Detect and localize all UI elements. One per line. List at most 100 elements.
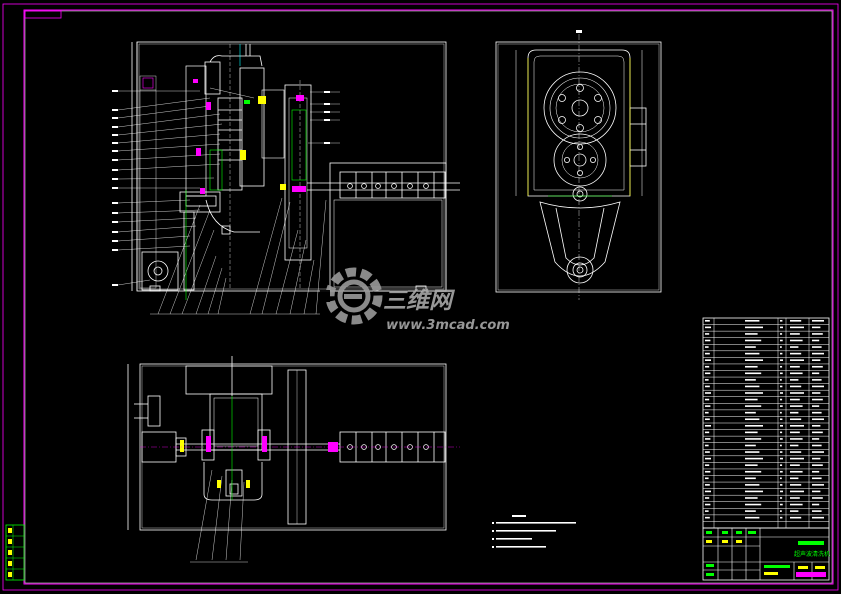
parts-row-glyph [780,405,783,407]
parts-row-glyph [790,516,802,519]
parts-row-glyph [790,379,799,381]
parts-row-glyph [780,470,783,473]
inner-border [23,9,834,585]
parts-row-glyph [812,398,823,401]
parts-row-glyph [745,326,763,329]
parts-row-glyph [780,516,783,519]
parts-row-glyph [705,411,709,414]
parts-row-glyph [812,503,820,506]
side-view-accents [527,30,631,197]
parts-row-glyph [790,333,800,335]
inner-border-white [24,10,833,584]
parts-row-glyph [812,365,823,368]
parts-row-glyph [705,339,711,342]
parts-row-glyph [780,457,783,460]
parts-row-glyph [812,326,821,329]
parts-row-glyph [790,457,804,460]
parts-row-glyph [705,457,711,460]
parts-row-glyph [780,326,783,329]
parts-row-glyph [780,352,783,355]
parts-row-glyph [780,418,783,421]
parts-row-glyph [812,516,824,519]
parts-row-glyph [812,385,824,388]
parts-row-glyph [780,484,783,486]
parts-row-glyph [790,503,803,506]
watermark-site: www.3mcad.com [386,318,510,333]
parts-row-glyph [812,405,820,407]
title-block-accents [706,531,826,577]
leader-lines-left [117,90,223,286]
parts-row-glyph [790,444,799,447]
parts-row-glyph [790,326,804,329]
parts-row-glyph [790,392,804,394]
parts-row-glyph [790,451,802,453]
parts-row-glyph [705,346,709,348]
parts-row-glyph [780,438,783,440]
parts-row-glyph [812,470,820,473]
code-box [24,10,62,19]
parts-row-glyph [705,503,711,506]
parts-row-glyph [745,431,758,434]
parts-row-glyph [745,418,760,421]
parts-row-glyph [790,365,800,368]
parts-row-glyph [790,339,803,342]
parts-row-glyph [705,359,711,361]
parts-row-glyph [780,444,782,447]
parts-row-glyph [745,333,758,335]
parts-row-glyph [705,464,710,466]
parts-row-glyph [790,464,800,466]
parts-row-glyph [745,398,758,401]
technical-notes [492,515,576,548]
leader-lines-right [209,87,340,144]
parts-row-glyph [780,320,783,322]
parts-row-glyph [812,457,821,460]
parts-row-glyph [745,405,762,407]
parts-row-glyph [812,320,824,322]
parts-row-glyph [745,477,756,480]
parts-row-glyph [705,320,710,322]
watermark: 三维网 www.3mcad.com [320,267,510,333]
parts-row-glyph [812,477,822,480]
watermark-brand: 三维网 [383,288,456,314]
parts-row-glyph [812,392,821,394]
parts-row-glyph [780,359,783,361]
parts-row-glyph [812,333,823,335]
parts-row-glyph [705,484,710,486]
parts-row-glyph [790,510,799,512]
parts-row-glyph [790,320,802,322]
parts-row-glyph [705,438,711,440]
parts-row-glyph [705,372,711,375]
parts-row-glyph [812,464,823,466]
parts-row-glyph [790,484,802,486]
parts-row-glyph [790,425,804,427]
parts-row-glyph [745,411,756,414]
parts-row-glyph [705,490,711,493]
parts-row-glyph [812,510,822,512]
parts-row-glyph [745,365,758,368]
parts-row-glyph [705,405,711,407]
gear-logo-icon [320,267,383,325]
parts-row-glyph [790,470,803,473]
parts-row-glyph [780,411,782,414]
parts-row-glyph [745,392,763,394]
parts-row-glyph [705,516,710,519]
leader-lines-bottom [150,197,327,315]
parts-row-glyph [780,497,783,499]
parts-row-glyph [790,431,800,434]
parts-row-glyph [780,431,783,434]
parts-row-glyph [745,320,760,322]
parts-row-glyph [745,379,756,381]
parts-row-glyph [745,503,762,506]
parts-row-glyph [745,438,762,440]
parts-row-glyph [812,339,820,342]
parts-row-glyph [790,411,799,414]
parts-row-glyph [705,444,709,447]
parts-row-glyph [790,438,803,440]
parts-row-glyph [790,385,802,388]
parts-row-glyph [780,398,783,401]
parts-row-glyph [780,503,783,506]
parts-row-glyph [790,372,803,375]
parts-row-glyph [812,451,824,453]
parts-row-glyph [745,464,758,466]
parts-row-glyph [812,497,823,499]
